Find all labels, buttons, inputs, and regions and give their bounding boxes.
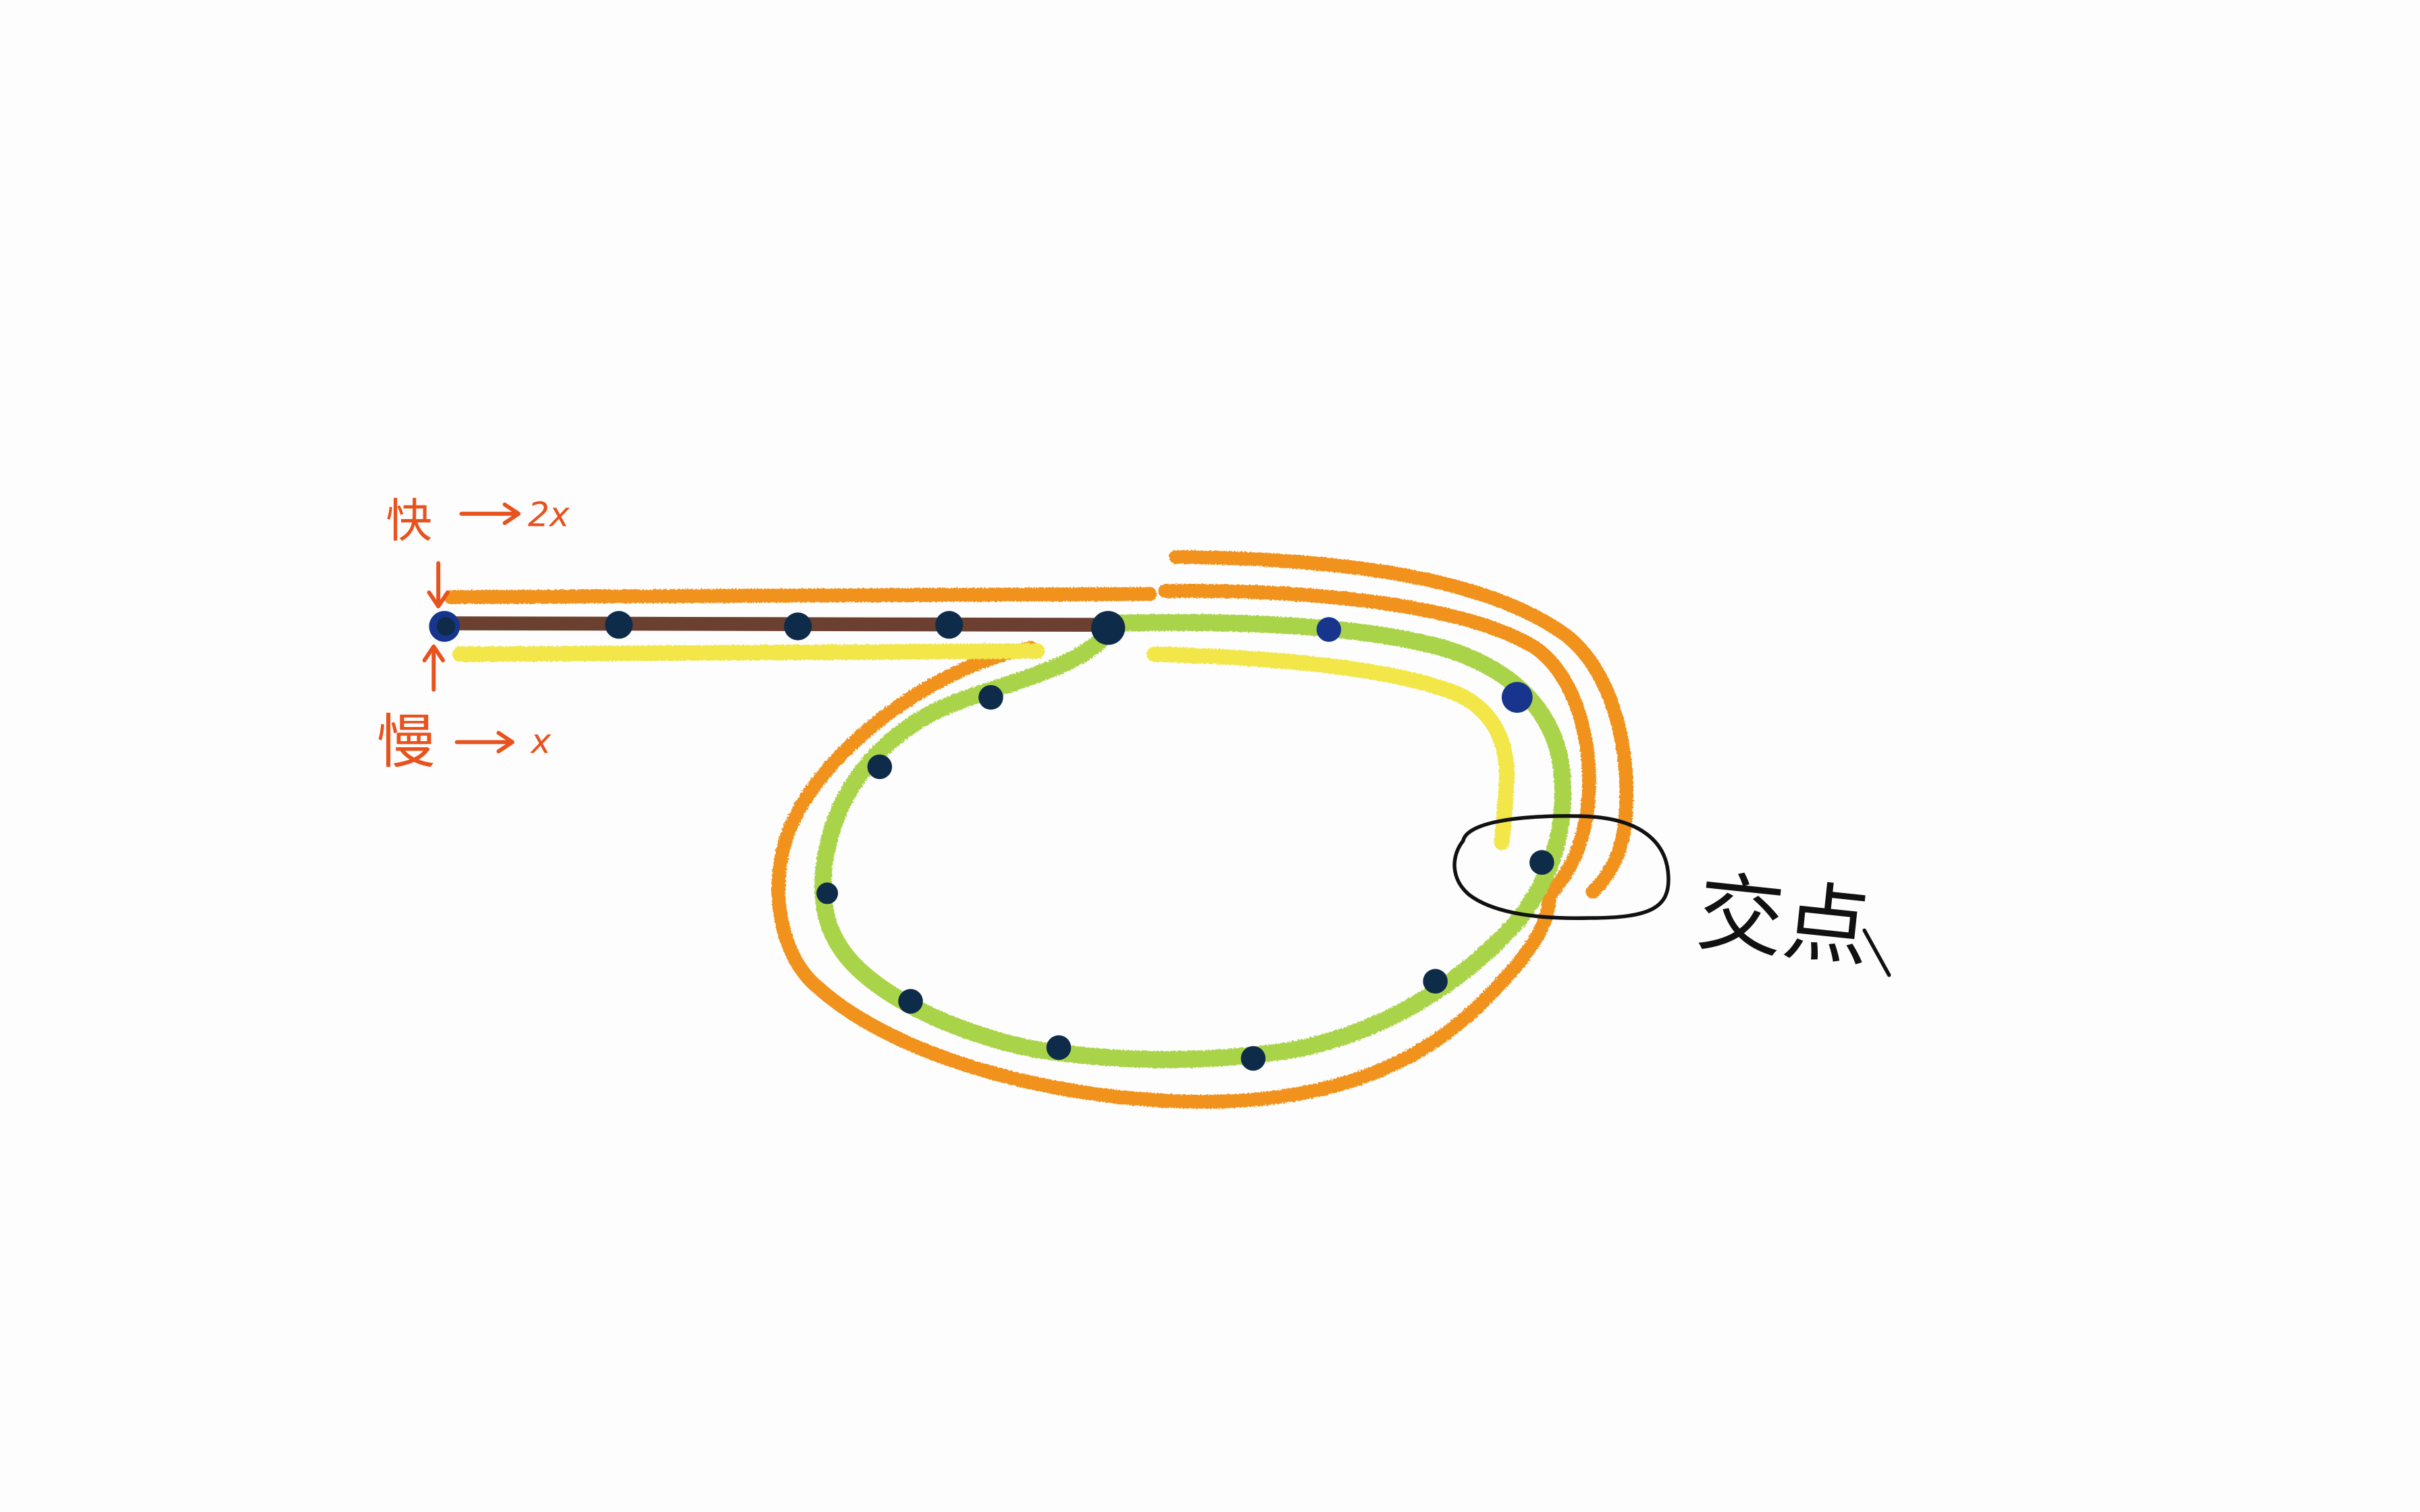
slow-label-text: 慢 (377, 708, 436, 776)
arrow-right-icon (454, 730, 515, 754)
fast-path-loop (771, 641, 1556, 1109)
slow-speed-text: x (529, 721, 552, 761)
node (816, 882, 839, 905)
node (1423, 969, 1448, 994)
linked-list-nodes (429, 611, 1554, 1071)
node (1046, 1035, 1072, 1060)
slow-path-straight (452, 643, 1045, 662)
node (1240, 1046, 1266, 1071)
node (898, 989, 923, 1014)
fast-pointer-label: 快 2x (386, 494, 571, 609)
intersection-annotation: 交点 (1452, 814, 1891, 980)
intersection-label-text: 交点 (1692, 862, 1874, 980)
arrow-down-icon (427, 561, 450, 609)
slow-pointer-path (452, 643, 1515, 850)
fast-path-upper-arc-inner (1158, 583, 1596, 899)
node-cycle-entrance (1091, 611, 1126, 645)
node (978, 684, 1003, 710)
arrow-up-icon (422, 644, 445, 692)
node (1316, 617, 1342, 642)
node (935, 611, 964, 639)
fast-path-straight (444, 587, 1157, 604)
node (784, 612, 812, 641)
node (605, 611, 633, 639)
intersection-label-tick (1862, 928, 1891, 977)
fast-label-text: 快 (386, 494, 432, 548)
linked-list-cycle (814, 614, 1572, 1069)
fast-pointer-path (444, 549, 1633, 1109)
fast-path-upper-arc-outer (1169, 549, 1633, 899)
node-head-core (436, 617, 456, 636)
node (867, 754, 893, 780)
slow-path-arc (1147, 646, 1515, 850)
linked-list-straight (437, 616, 1115, 632)
fast-speed-text: 2x (528, 494, 571, 534)
intersection-circle (1452, 814, 1671, 920)
slow-pointer-label: 慢 x (377, 644, 552, 776)
arrow-right-icon (459, 502, 521, 525)
node-meeting-point (1529, 850, 1554, 875)
node (1502, 682, 1533, 713)
